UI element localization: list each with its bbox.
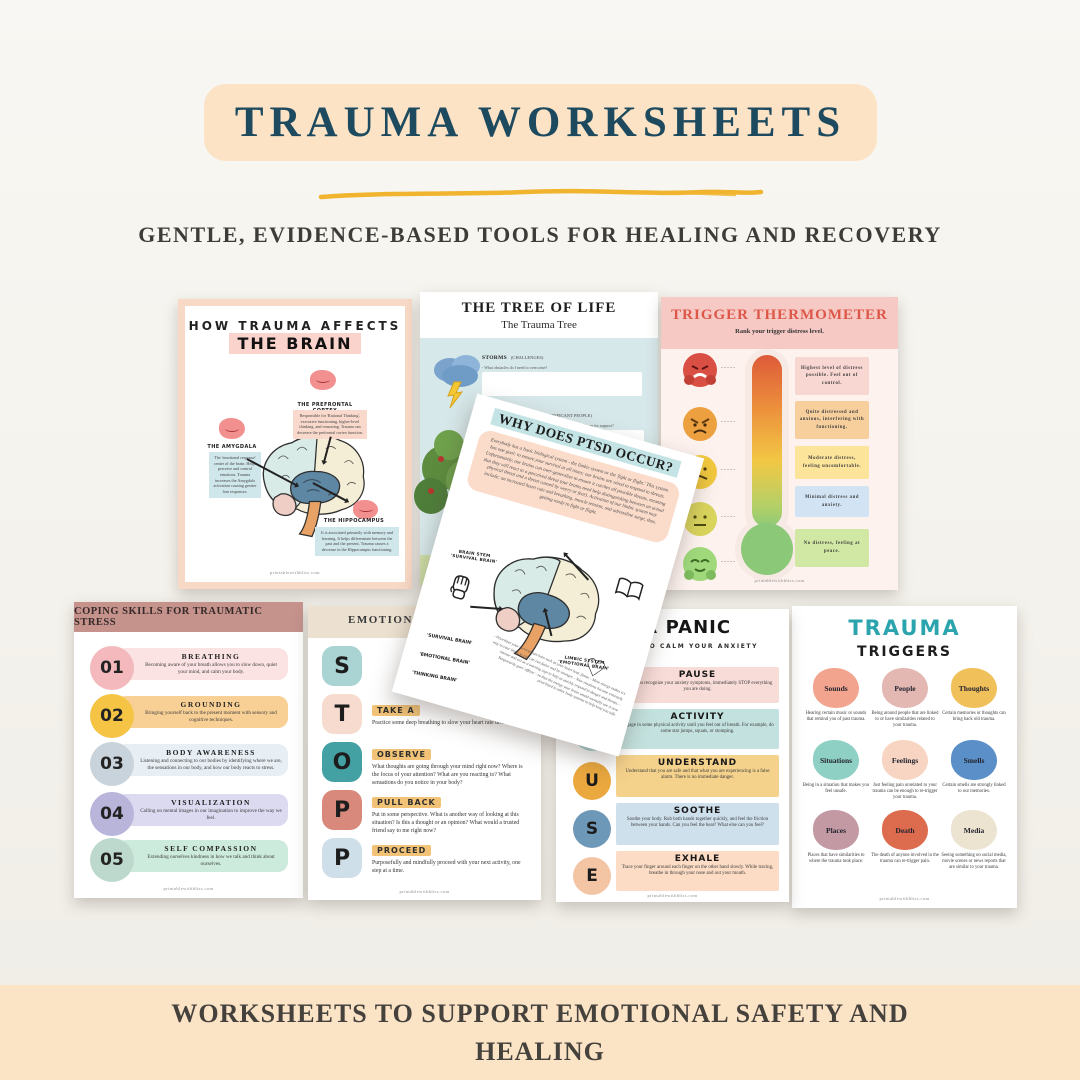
tick-dashes: ----- xyxy=(721,559,736,565)
stopp-title: EMOTION xyxy=(348,614,413,626)
stopp-section-proceed: PROCEED Purposefully and mindfully proce… xyxy=(372,845,521,874)
storms-field: STORMS (CHALLENGES) - What obstacles do … xyxy=(482,346,644,396)
letter-o: O xyxy=(322,742,362,782)
panic-letter-u: U xyxy=(573,762,611,800)
panic-step-soothe: SOOTHE Soothe your body. Rub both hands … xyxy=(616,803,779,845)
letter-s: S xyxy=(322,646,362,686)
stopp-section-take-a-breath: TAKE A Practice some deep breathing to s… xyxy=(372,705,510,726)
thinking-brain-item: 'THINKING BRAIN' xyxy=(411,670,458,684)
amygdala-desc: The 'emotional response' center of the b… xyxy=(209,452,261,498)
site-footer: printablewithbliss.com xyxy=(270,570,320,575)
trigger-places: Places Places that have similarities to … xyxy=(802,810,870,865)
tree-subtitle: The Trauma Tree xyxy=(501,319,577,331)
level-box-2: Minimal distress and anxiety. xyxy=(795,486,869,517)
trigger-death: Death The death of anyone involved in th… xyxy=(871,810,939,865)
worksheet-trigger-thermometer: TRIGGER THERMOMETER Rank your trigger di… xyxy=(661,297,898,590)
panic-step-understand: UNDERSTAND Understand that you are safe … xyxy=(616,755,779,797)
site-footer: printablewithbliss.com xyxy=(399,889,450,894)
footer-band: WORKSHEETS TO SUPPORT EMOTIONAL SAFETY A… xyxy=(0,985,1080,1080)
footer-text: WORKSHEETS TO SUPPORT EMOTIONAL SAFETY A… xyxy=(171,998,909,1066)
pfc-desc: Responsible for 'Rational Thinking', exe… xyxy=(293,410,367,439)
worksheet-why-ptsd-occurs: WHY DOES PTSD OCCUR? Everybody has a bas… xyxy=(391,393,705,757)
tick-dashes: ----- xyxy=(721,365,736,371)
worksheet-pause-for-panic: FOR PANIC TECHNIQUE TO CALM YOUR ANXIETY… xyxy=(556,609,789,902)
trigger-feelings: Feelings Just feeling pain unrelated to … xyxy=(871,740,939,801)
brain-title-line2: THE BRAIN xyxy=(185,333,405,354)
trigger-smells: Smells Certain smells are strongly linke… xyxy=(940,740,1008,795)
title-banner: TRAUMA WORKSHEETS xyxy=(204,84,877,161)
storm-cloud-icon xyxy=(434,355,480,409)
emotional-brain-item: 'EMOTIONAL BRAIN' xyxy=(418,652,471,667)
level-box-5: Highest level of distress possible. Feel… xyxy=(795,357,869,395)
brain-title-line1: HOW TRAUMA AFFECTS xyxy=(188,319,402,333)
site-footer: printablewithbliss.com xyxy=(754,578,805,583)
distress-face-4-icon xyxy=(683,407,717,441)
distress-face-5-icon xyxy=(683,353,717,387)
hippocampus-label: THE HIPPOCAMPUS xyxy=(323,518,385,524)
site-footer: printablewithbliss.com xyxy=(163,886,214,891)
trigger-media: Media Seeing something on social media, … xyxy=(940,810,1008,871)
thermometer-bulb xyxy=(741,523,793,575)
level-box-1: No distress, feeling at peace. xyxy=(795,529,869,567)
thermometer-subtitle: Rank your trigger distress level. xyxy=(735,328,824,335)
coping-title: COPING SKILLS FOR TRAUMATIC STRESS xyxy=(74,602,303,632)
letter-p2: P xyxy=(322,838,362,878)
panic-letter-s: S xyxy=(573,810,611,848)
brain-mascot-top-icon xyxy=(310,370,336,390)
site-footer: printablewithbliss.com xyxy=(879,896,930,901)
storms-input-box xyxy=(482,372,642,396)
brain-illustration xyxy=(262,434,365,538)
panic-step-pause: PAUSE When you recognize your anxiety sy… xyxy=(616,667,779,703)
distress-face-1-icon xyxy=(683,547,717,581)
panic-subtitle: TECHNIQUE TO CALM YOUR ANXIETY xyxy=(586,643,759,650)
highlight-stroke-icon xyxy=(318,188,764,200)
book-icon xyxy=(614,577,644,601)
trigger-sounds: Sounds Hearing certain music or sounds t… xyxy=(802,668,870,723)
tick-dashes: ----- xyxy=(721,514,736,520)
thermometer-tube xyxy=(752,355,782,527)
panic-letter-e: E xyxy=(573,857,611,895)
site-footer: printablewithbliss.com xyxy=(647,893,698,898)
fist-icon xyxy=(450,575,470,600)
page-subtitle: GENTLE, EVIDENCE-BASED TOOLS FOR HEALING… xyxy=(138,222,942,247)
stopp-section-pull-back: PULL BACK Put in some perspective. What … xyxy=(372,797,520,834)
triggers-title2: TRIGGERS xyxy=(857,644,952,660)
letter-p1: P xyxy=(322,790,362,830)
amygdala-label: THE AMYGDALA xyxy=(207,444,257,450)
worksheet-trauma-triggers: TRAUMA TRIGGERS Sounds Hearing certain m… xyxy=(792,606,1017,908)
tick-dashes: ----- xyxy=(721,467,736,473)
brain-mascot-right-icon xyxy=(353,500,378,519)
trigger-situations: Situations Being in a situation that mak… xyxy=(802,740,870,795)
thermometer-title: TRIGGER THERMOMETER xyxy=(671,307,888,323)
panic-step-exhale: EXHALE Trace your finger around each fin… xyxy=(616,851,779,891)
brain-mascot-left-icon xyxy=(219,418,245,439)
hippocampus-desc: It is associated primarily with memory a… xyxy=(315,527,399,556)
level-box-3: Moderate distress, feeling uncomfortable… xyxy=(795,446,869,479)
stopp-section-observe: OBSERVE What thoughts are going through … xyxy=(372,749,523,786)
letter-t: T xyxy=(322,694,362,734)
trigger-thoughts: Thoughts Certain memories or thoughts ca… xyxy=(940,668,1008,723)
level-box-4: Quite distressed and anxious, interferin… xyxy=(795,401,869,439)
worksheet-coping-skills: COPING SKILLS FOR TRAUMATIC STRESS BREAT… xyxy=(74,602,303,898)
panic-step-activity: ACTIVITY Engage in some physical activit… xyxy=(616,709,779,749)
thermometer-header: TRIGGER THERMOMETER Rank your trigger di… xyxy=(661,297,898,349)
page-title: TRAUMA WORKSHEETS xyxy=(234,99,847,146)
tick-dashes: ----- xyxy=(721,419,736,425)
worksheet-brain: HOW TRAUMA AFFECTS THE BRAIN THE PREFRON… xyxy=(178,299,412,589)
triggers-title1: TRAUMA xyxy=(848,616,961,640)
trigger-people: People Being around people that are link… xyxy=(871,668,939,729)
tree-title: THE TREE OF LIFE xyxy=(461,300,617,316)
